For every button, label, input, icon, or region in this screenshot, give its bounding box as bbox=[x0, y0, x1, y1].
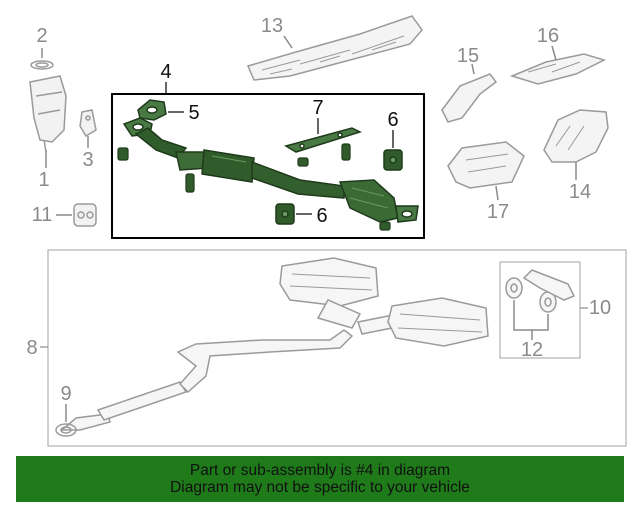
callout-3: 3 bbox=[82, 149, 94, 171]
callout-7: 7 bbox=[312, 97, 324, 119]
banner-line-1: Part or sub-assembly is #4 in diagram bbox=[189, 462, 451, 479]
part-8-outline-box bbox=[47, 249, 627, 447]
callout-13: 13 bbox=[260, 15, 284, 37]
part-6-isolator-upper[interactable] bbox=[383, 149, 403, 171]
part-2-gasket bbox=[30, 48, 54, 70]
callout-4: 4 bbox=[160, 61, 172, 83]
banner-background bbox=[16, 456, 624, 502]
part-4-front-exhaust-pipe[interactable] bbox=[122, 117, 419, 223]
callout-1: 1 bbox=[38, 169, 50, 191]
part-12-isolators bbox=[505, 269, 576, 340]
banner-line-2: Diagram may not be specific to your vehi… bbox=[170, 479, 470, 496]
callout-15: 15 bbox=[456, 45, 480, 67]
callout-2: 2 bbox=[36, 25, 48, 47]
part-11-hanger bbox=[56, 203, 97, 227]
part-3-bracket bbox=[79, 109, 97, 148]
callout-9: 9 bbox=[60, 383, 72, 405]
part-7-bracket[interactable] bbox=[284, 127, 362, 153]
bolts bbox=[117, 143, 391, 231]
callout-11: 11 bbox=[31, 204, 53, 226]
part-1-catalytic-converter bbox=[29, 75, 67, 168]
info-banner: Part or sub-assembly is #4 in diagram Di… bbox=[16, 456, 624, 502]
part-6-isolator-lower[interactable] bbox=[275, 203, 295, 225]
callout-10: 10 bbox=[588, 297, 612, 319]
part-16-heat-shield bbox=[509, 45, 607, 85]
part-9-gasket bbox=[55, 404, 77, 437]
part-10-outline-box bbox=[499, 261, 581, 359]
callout-8: 8 bbox=[26, 337, 38, 359]
part-8-rear-exhaust-system bbox=[59, 257, 489, 431]
callout-5: 5 bbox=[188, 102, 200, 124]
highlight-box-part-4 bbox=[111, 93, 425, 239]
part-15-heat-shield bbox=[441, 63, 498, 123]
part-17-heat-shield bbox=[447, 141, 525, 201]
callout-6-lower: 6 bbox=[316, 205, 328, 227]
callout-14: 14 bbox=[568, 181, 592, 203]
callout-16: 16 bbox=[536, 25, 560, 47]
part-13-heat-shield bbox=[246, 15, 423, 81]
callout-17: 17 bbox=[486, 201, 510, 223]
part-5-gasket[interactable] bbox=[137, 99, 167, 121]
part-14-heat-shield bbox=[543, 109, 609, 180]
callout-6-upper: 6 bbox=[387, 109, 399, 131]
callout-12: 12 bbox=[520, 339, 544, 361]
